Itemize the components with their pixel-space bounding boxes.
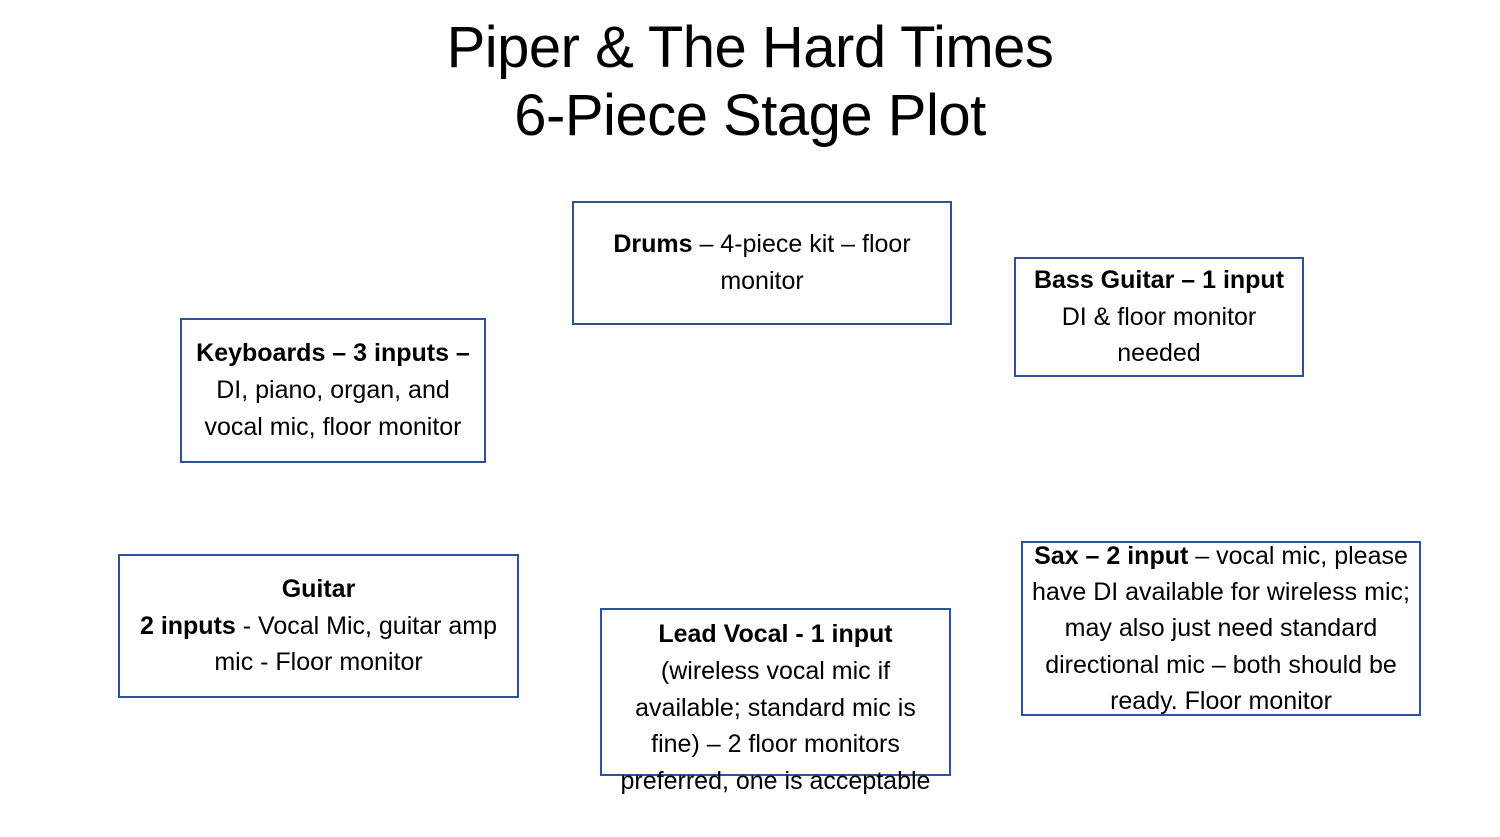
stage-box-lead-vocal-heading: Lead Vocal - 1 input: [658, 620, 893, 648]
stage-box-bass-guitar-body: DI & floor monitor needed: [1061, 302, 1257, 368]
stage-box-sax-heading: Sax – 2 input: [1034, 541, 1189, 570]
stage-box-lead-vocal[interactable]: Lead Vocal - 1 input (wireless vocal mic …: [600, 608, 951, 795]
stage-box-sax-body: – vocal mic, please have DI available fo…: [1032, 541, 1410, 715]
stage-box-lead-vocal-body: (wireless vocal mic if available; standa…: [620, 656, 931, 795]
stage-box-keyboards-text: Keyboards – 3 inputs – DI, piano, organ,…: [182, 335, 484, 445]
stage-box-sax-text: Sax – 2 input – vocal mic, please have D…: [1023, 538, 1419, 719]
stage-box-guitar-heading: Guitar: [281, 574, 356, 603]
stage-box-guitar-body: - Vocal Mic, guitar amp mic - Floor moni…: [214, 611, 498, 677]
stage-box-guitar[interactable]: Guitar 2 inputs - Vocal Mic, guitar amp m…: [118, 554, 519, 698]
stage-box-keyboards-body: DI, piano, organ, and vocal mic, floor m…: [204, 376, 462, 441]
stage-box-guitar-text: Guitar 2 inputs - Vocal Mic, guitar amp m…: [120, 571, 517, 681]
stage-box-bass-guitar-heading: Bass Guitar – 1 input: [1033, 265, 1285, 294]
stage-box-lead-vocal-text: Lead Vocal - 1 input (wireless vocal mic …: [602, 610, 949, 800]
stage-box-bass-guitar[interactable]: Bass Guitar – 1 input DI & floor monitor …: [1014, 257, 1304, 377]
stage-box-drums-heading: Drums: [613, 230, 693, 259]
stage-box-drums-body: – 4-piece kit – floor monitor: [692, 230, 911, 295]
stage-box-guitar-subheading: 2 inputs: [139, 611, 236, 640]
stage-box-drums[interactable]: Drums – 4-piece kit – floor monitor: [572, 201, 952, 325]
stage-box-bass-guitar-text: Bass Guitar – 1 input DI & floor monitor …: [1016, 262, 1302, 372]
stage-box-keyboards-heading: Keyboards – 3 inputs –: [196, 339, 470, 368]
page-title: Piper & The Hard Times 6-Piece Stage Plo…: [446, 15, 1054, 149]
stage-box-keyboards[interactable]: Keyboards – 3 inputs – DI, piano, organ,…: [180, 318, 486, 463]
stage-box-sax[interactable]: Sax – 2 input – vocal mic, please have D…: [1021, 541, 1421, 716]
stage-box-drums-text: Drums – 4-piece kit – floor monitor: [574, 226, 950, 300]
